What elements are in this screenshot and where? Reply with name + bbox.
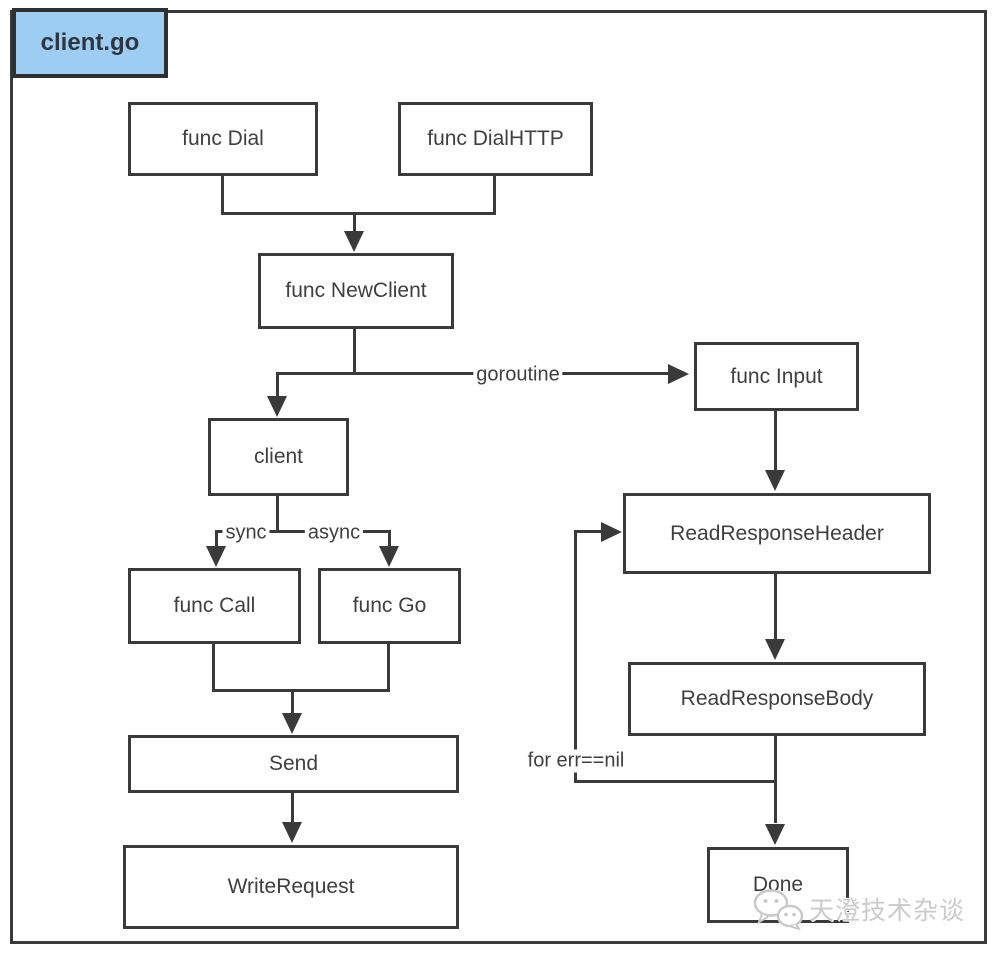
diagram-outer-frame — [10, 10, 987, 944]
edge-dial-down — [221, 176, 224, 215]
edge-label-sync: sync — [222, 521, 270, 545]
edge-label-async: async — [304, 521, 364, 545]
node-label: ReadResponseBody — [680, 687, 874, 710]
flow-node-func-dialhttp: func DialHTTP — [398, 102, 593, 176]
edge-rrbody-down — [774, 736, 777, 823]
node-label: Send — [268, 752, 319, 775]
arrowhead-into-rrbody — [765, 639, 785, 660]
edge-dialhttp-down — [493, 176, 496, 215]
watermark: 天澄技术杂谈 — [752, 888, 965, 930]
edge-to-client-stub — [276, 372, 279, 398]
arrowhead-into-newclient — [344, 231, 364, 252]
edge-send-down — [291, 793, 294, 823]
arrowhead-into-done — [765, 824, 785, 845]
flow-node-client: client — [208, 418, 349, 496]
arrowhead-loop-into-rrheader — [601, 522, 622, 542]
edge-rrheader-down — [774, 574, 777, 640]
edge-join-stub — [353, 212, 356, 234]
diagram-title-label: client.go — [40, 29, 140, 56]
edge-merge-stub — [291, 689, 294, 714]
edge-split-horizontal — [276, 372, 668, 375]
node-label: func DialHTTP — [427, 127, 564, 150]
edge-merge-horizontal — [212, 689, 390, 692]
edge-call-down — [212, 644, 215, 692]
node-label: func Dial — [182, 127, 264, 150]
edge-loop-bottom-horizontal — [574, 780, 777, 783]
node-label: ReadResponseHeader — [670, 521, 884, 545]
node-label: func Call — [173, 594, 256, 617]
flow-node-func-call: func Call — [128, 568, 301, 644]
flow-node-func-go: func Go — [318, 568, 461, 644]
diagram-title-box: client.go — [12, 8, 168, 78]
node-label: WriteRequest — [227, 875, 355, 898]
flow-node-func-input: func Input — [694, 342, 859, 411]
arrowhead-into-call — [206, 546, 226, 567]
arrowhead-into-input — [668, 364, 689, 384]
flow-node-writerequest: WriteRequest — [123, 845, 459, 929]
edge-loop-top-horizontal — [574, 530, 602, 533]
node-label: func NewClient — [285, 279, 427, 302]
flow-node-readresponsebody: ReadResponseBody — [628, 662, 926, 736]
edge-input-down — [774, 411, 777, 471]
edge-client-down — [276, 496, 279, 533]
flow-node-send: Send — [128, 735, 459, 793]
edge-sync-stub — [215, 530, 218, 547]
flow-node-readresponseheader: ReadResponseHeader — [623, 493, 931, 574]
edge-syncasync-horizontal — [215, 530, 391, 533]
edge-label-goroutine: goroutine — [473, 363, 563, 387]
arrowhead-into-send — [282, 713, 302, 734]
flow-node-func-newclient: func NewClient — [258, 253, 454, 329]
edge-label-for-err-nil: for err==nil — [524, 749, 628, 773]
edge-loop-vertical — [574, 531, 577, 783]
arrowhead-into-writerequest — [282, 822, 302, 843]
edge-join-horizontal — [221, 212, 496, 215]
node-label: client — [253, 445, 304, 468]
arrowhead-into-rrheader — [765, 470, 785, 491]
edge-go-down — [387, 644, 390, 692]
arrowhead-into-client — [267, 396, 287, 417]
edge-async-stub — [388, 530, 391, 547]
watermark-text: 天澄技术杂谈 — [809, 897, 966, 925]
wechat-icon — [753, 889, 804, 930]
flow-node-func-dial: func Dial — [128, 102, 318, 176]
node-label: func Input — [730, 364, 823, 388]
edge-newclient-down — [353, 329, 356, 374]
arrowhead-into-go — [379, 546, 399, 567]
node-label: func Go — [352, 594, 427, 617]
